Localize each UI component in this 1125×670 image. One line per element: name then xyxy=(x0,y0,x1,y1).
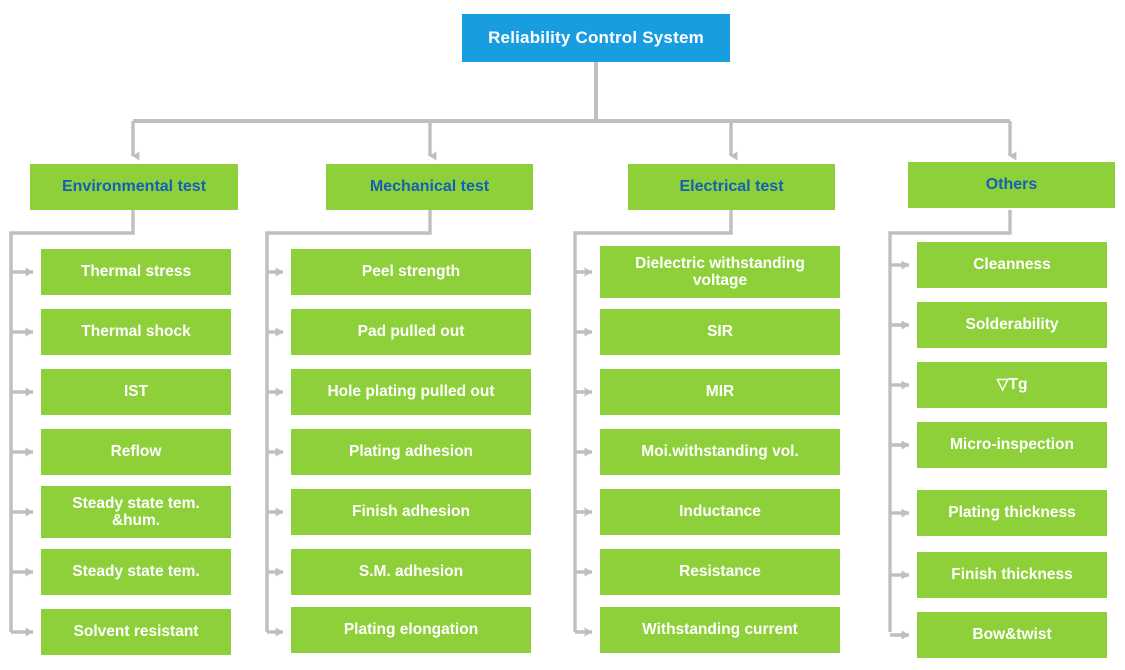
leaf-label: Plating thickness xyxy=(948,504,1076,522)
leaf-label: Plating elongation xyxy=(343,621,479,639)
category-node-environmental-test[interactable]: Environmental test xyxy=(30,164,238,210)
leaf-node-steady-state-tem-hum[interactable]: Steady state tem. &hum. xyxy=(41,486,231,538)
leaf-node-mir[interactable]: MIR xyxy=(600,369,840,415)
leaf-node-plating-adhesion[interactable]: Plating adhesion xyxy=(291,429,531,475)
leaf-node-peel-strength[interactable]: Peel strength xyxy=(291,249,531,295)
root-node-label: Reliability Control System xyxy=(488,28,704,48)
leaf-node-sm-adhesion[interactable]: S.M. adhesion xyxy=(291,549,531,595)
category-node-others[interactable]: Others xyxy=(908,162,1115,208)
leaf-node-finish-thickness[interactable]: Finish thickness xyxy=(917,552,1107,598)
leaf-node-bow-and-twist[interactable]: Bow&twist xyxy=(917,612,1107,658)
leaf-node-delta-tg[interactable]: ▽Tg xyxy=(917,362,1107,408)
leaf-node-withstanding-current[interactable]: Withstanding current xyxy=(600,607,840,653)
leaf-node-moi-withstanding-vol[interactable]: Moi.withstanding vol. xyxy=(600,429,840,475)
leaf-label: Withstanding current xyxy=(642,621,798,639)
leaf-label: MIR xyxy=(705,383,735,401)
leaf-label: Thermal shock xyxy=(81,323,191,341)
leaf-label: S.M. adhesion xyxy=(358,563,464,581)
leaf-label: Micro-inspection xyxy=(949,436,1074,454)
leaf-label: Plating adhesion xyxy=(348,443,473,461)
leaf-node-hole-plating-pulled-out[interactable]: Hole plating pulled out xyxy=(291,369,531,415)
leaf-label: Solderability xyxy=(965,316,1059,334)
category-node-mechanical-test[interactable]: Mechanical test xyxy=(326,164,533,210)
leaf-node-plating-thickness[interactable]: Plating thickness xyxy=(917,490,1107,536)
leaf-label: Cleanness xyxy=(973,256,1051,274)
leaf-node-pad-pulled-out[interactable]: Pad pulled out xyxy=(291,309,531,355)
leaf-label: Resistance xyxy=(679,563,761,581)
root-node-reliability-control-system[interactable]: Reliability Control System xyxy=(462,14,730,62)
leaf-node-reflow[interactable]: Reflow xyxy=(41,429,231,475)
leaf-label: Peel strength xyxy=(361,263,461,281)
leaf-node-ist[interactable]: IST xyxy=(41,369,231,415)
leaf-node-thermal-shock[interactable]: Thermal shock xyxy=(41,309,231,355)
leaf-label: IST xyxy=(123,383,149,401)
leaf-node-cleanness[interactable]: Cleanness xyxy=(917,242,1107,288)
category-label: Others xyxy=(985,175,1038,193)
leaf-label: Inductance xyxy=(679,503,761,521)
leaf-label: ▽Tg xyxy=(996,376,1028,394)
category-label: Electrical test xyxy=(679,177,784,195)
leaf-node-plating-elongation[interactable]: Plating elongation xyxy=(291,607,531,653)
leaf-node-steady-state-tem[interactable]: Steady state tem. xyxy=(41,549,231,595)
leaf-label: Steady state tem. xyxy=(72,563,200,581)
leaf-node-micro-inspection[interactable]: Micro-inspection xyxy=(917,422,1107,468)
leaf-node-sir[interactable]: SIR xyxy=(600,309,840,355)
leaf-label: Reflow xyxy=(110,443,162,461)
leaf-label: Bow&twist xyxy=(972,626,1052,644)
leaf-label: Pad pulled out xyxy=(357,323,465,341)
leaf-node-dielectric-withstanding-voltage[interactable]: Dielectric withstanding voltage xyxy=(600,246,840,298)
leaf-label: Hole plating pulled out xyxy=(327,383,495,401)
leaf-label: Thermal stress xyxy=(80,263,192,281)
leaf-label: Dielectric withstanding voltage xyxy=(635,254,805,289)
leaf-node-resistance[interactable]: Resistance xyxy=(600,549,840,595)
leaf-label: Finish thickness xyxy=(951,566,1073,584)
leaf-label: SIR xyxy=(707,323,733,341)
leaf-label: Steady state tem. &hum. xyxy=(72,494,200,529)
leaf-node-finish-adhesion[interactable]: Finish adhesion xyxy=(291,489,531,535)
category-label: Environmental test xyxy=(61,177,207,195)
leaf-label: Solvent resistant xyxy=(73,623,199,641)
leaf-node-inductance[interactable]: Inductance xyxy=(600,489,840,535)
category-label: Mechanical test xyxy=(369,177,490,195)
leaf-label: Finish adhesion xyxy=(352,503,470,521)
leaf-node-thermal-stress[interactable]: Thermal stress xyxy=(41,249,231,295)
leaf-node-solderability[interactable]: Solderability xyxy=(917,302,1107,348)
category-node-electrical-test[interactable]: Electrical test xyxy=(628,164,835,210)
leaf-label: Moi.withstanding vol. xyxy=(641,443,799,461)
leaf-node-solvent-resistant[interactable]: Solvent resistant xyxy=(41,609,231,655)
